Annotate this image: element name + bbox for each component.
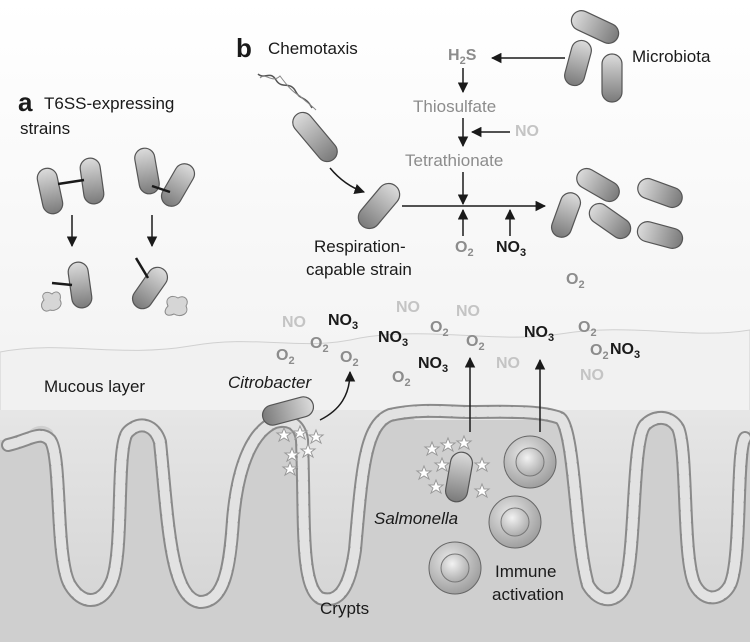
- bloom-rod-3: [550, 192, 582, 238]
- molecule-no3: NO3: [610, 341, 641, 361]
- molecule-no: NO: [456, 303, 480, 320]
- molecule-no3: NO3: [418, 355, 449, 375]
- panel-b-letter: b: [236, 33, 252, 63]
- microbiota-rod-3: [601, 53, 623, 103]
- respiration-strain-bacterium: [357, 182, 401, 230]
- panel-a-title-line2: strains: [20, 119, 71, 138]
- immune-cell-3: [428, 541, 482, 595]
- molecule-o2: O2: [340, 349, 359, 369]
- chemotactic-bacterium: [292, 111, 338, 163]
- panel-a-title-line1: T6SS-expressing: [44, 94, 175, 113]
- salmonella-label: Salmonella: [374, 509, 459, 528]
- molecule-o2: O2: [430, 319, 449, 339]
- bloom-rod-2: [637, 177, 683, 209]
- molecule-o2: O2: [590, 342, 609, 362]
- o2-pathway-label: O2: [455, 239, 474, 259]
- t6ss-attacker-2: [131, 257, 169, 310]
- chemotaxis-arrow: [329, 167, 365, 194]
- salmonella-bacterium: [444, 451, 474, 503]
- strain-label-line2: capable strain: [306, 260, 412, 279]
- mucous-layer-band: [0, 329, 750, 421]
- microbiota-rod-2: [564, 39, 592, 87]
- molecule-o2: O2: [276, 347, 295, 367]
- molecule-no3: NO3: [328, 312, 359, 332]
- mucous-layer-label: Mucous layer: [44, 377, 146, 396]
- chemotaxis-label: Chemotaxis: [268, 39, 358, 58]
- t6ss-attacker-1: [51, 261, 93, 309]
- bloom-rod-5: [636, 221, 684, 249]
- immune-label-line1: Immune: [495, 562, 557, 581]
- t6ss-bacteria-pair-1: [36, 157, 105, 215]
- molecule-no: NO: [282, 314, 306, 331]
- microbiota-rod-1: [570, 10, 620, 44]
- molecule-o2: O2: [578, 319, 597, 339]
- molecule-no: NO: [580, 367, 604, 384]
- no3-pathway-label: NO3: [496, 239, 527, 259]
- molecule-o2: O2: [466, 333, 485, 353]
- molecule-no: NO: [496, 355, 520, 372]
- citrobacter-arrow: [319, 370, 356, 421]
- crypts-label: Crypts: [320, 599, 370, 618]
- no-pathway-label: NO: [515, 123, 539, 140]
- h2s-label: H2S: [448, 47, 477, 67]
- molecule-no: NO: [396, 299, 420, 316]
- lysed-cell-1: [41, 291, 62, 312]
- immune-cell-2: [488, 495, 542, 549]
- strain-label-line1: Respiration-: [314, 237, 406, 256]
- citrobacter-label: Citrobacter: [228, 373, 312, 392]
- salmonella-stars: [415, 434, 491, 499]
- thiosulfate-label: Thiosulfate: [413, 97, 497, 116]
- molecule-no3: NO3: [378, 329, 409, 349]
- microbiota-label: Microbiota: [632, 47, 711, 66]
- bloom-rod-1: [576, 167, 620, 203]
- citrobacter-bacterium: [261, 396, 315, 426]
- crypt-tissue: [0, 412, 750, 642]
- lysed-cell-2: [164, 295, 188, 317]
- molecule-no3: NO3: [524, 324, 555, 344]
- panel-a-letter: a: [18, 87, 33, 117]
- molecule-o2: O2: [392, 369, 411, 389]
- immune-cell-1: [503, 435, 557, 489]
- molecule-o2: O2: [310, 335, 329, 355]
- t6ss-bacteria-pair-2: [134, 147, 196, 207]
- bloom-rod-4: [588, 202, 632, 240]
- tetrathionate-label: Tetrathionate: [405, 151, 504, 170]
- molecule-o2: O2: [566, 271, 585, 291]
- citrobacter-stars: [275, 424, 325, 477]
- flagellum-2: [259, 75, 317, 111]
- immune-label-line2: activation: [492, 585, 564, 604]
